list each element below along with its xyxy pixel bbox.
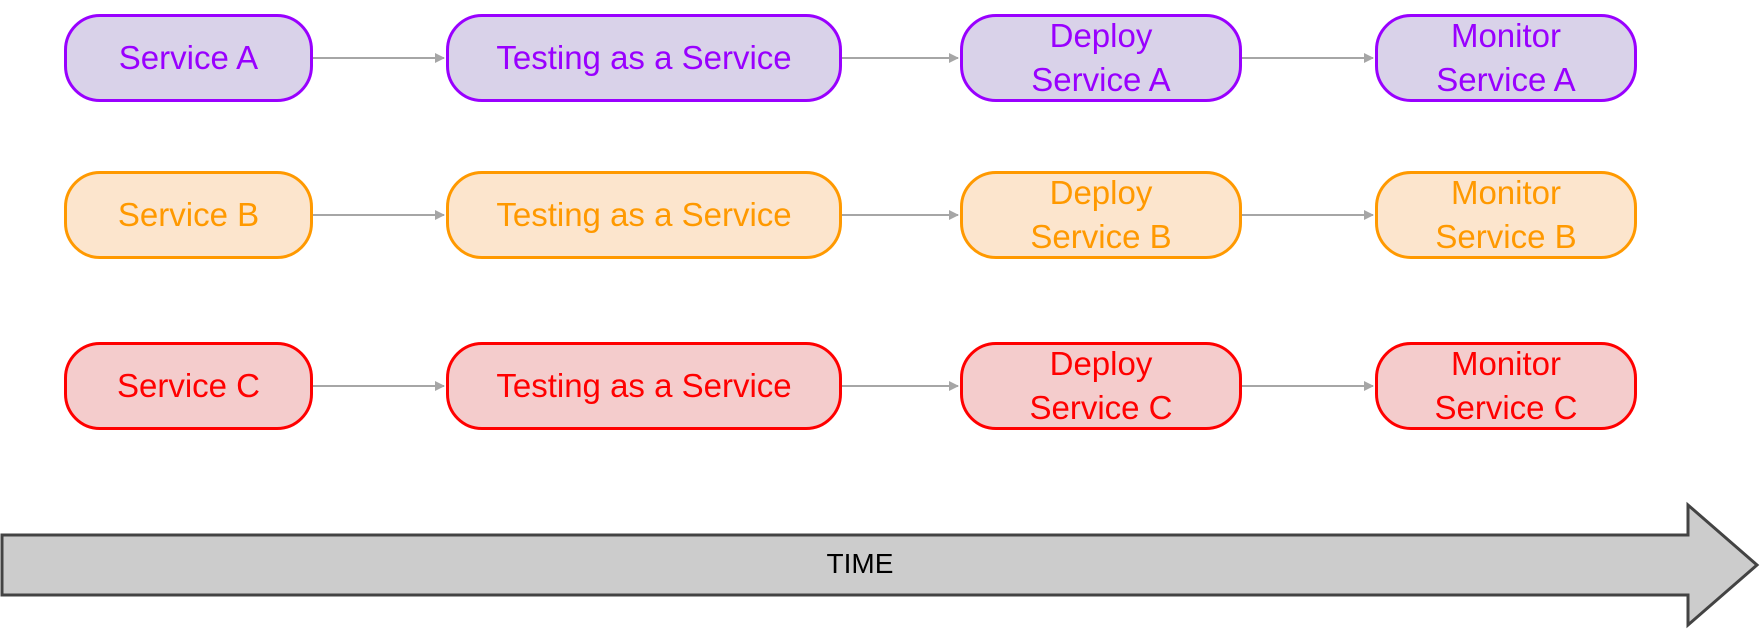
service-b-node: Service B (64, 171, 313, 259)
deploy-service-c-node: Deploy Service C (960, 342, 1242, 430)
deploy-service-a-node: Deploy Service A (960, 14, 1242, 102)
monitor-service-c-node: Monitor Service C (1375, 342, 1637, 430)
time-label: TIME (826, 548, 894, 579)
testing-service-a-node: Testing as a Service (446, 14, 842, 102)
time-arrow (0, 501, 1760, 629)
service-c-node: Service C (64, 342, 313, 430)
testing-service-b-node: Testing as a Service (446, 171, 842, 259)
service-a-node: Service A (64, 14, 313, 102)
testing-service-c-node: Testing as a Service (446, 342, 842, 430)
monitor-service-b-node: Monitor Service B (1375, 171, 1637, 259)
monitor-service-a-node: Monitor Service A (1375, 14, 1637, 102)
deploy-service-b-node: Deploy Service B (960, 171, 1242, 259)
